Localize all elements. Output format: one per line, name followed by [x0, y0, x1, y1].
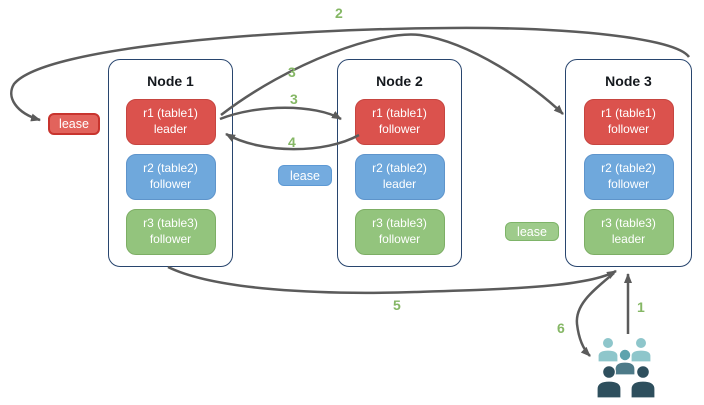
node1-replica-r1: r1 (table1) leader: [125, 99, 216, 145]
node-2-title: Node 2: [376, 73, 423, 89]
replica-role: follower: [607, 177, 650, 191]
replica-name: r1 (table1): [143, 106, 198, 121]
node2-replica-r2: r2 (table2) leader: [354, 154, 445, 200]
node-3-title: Node 3: [605, 73, 652, 89]
node-3: Node 3 r1 (table1) follower r2 (table2) …: [565, 59, 692, 267]
replica-name: r3 (table3): [143, 216, 198, 231]
step-label-4: 4: [288, 134, 296, 150]
node1-replica-r3: r3 (table3) follower: [125, 209, 216, 255]
step-label-3a: 3: [288, 64, 296, 80]
replica-role: leader: [153, 122, 188, 136]
step-label-2: 2: [335, 5, 343, 21]
replica-role: leader: [382, 177, 417, 191]
users-icon: [596, 336, 656, 399]
step-label-3b: 3: [290, 91, 298, 107]
node3-replica-r3: r3 (table3) leader: [583, 209, 674, 255]
lease-badge-red: lease: [48, 113, 100, 135]
replica-name: r3 (table3): [372, 216, 427, 231]
replica-role: follower: [607, 122, 650, 136]
replica-name: r3 (table3): [601, 216, 656, 231]
node2-replica-r3: r3 (table3) follower: [354, 209, 445, 255]
step-label-1: 1: [637, 299, 645, 315]
node3-replica-r1: r1 (table1) follower: [583, 99, 674, 145]
node1-replica-r2: r2 (table2) follower: [125, 154, 216, 200]
lease-badge-blue: lease: [278, 165, 332, 186]
arrow-step-3-to-node2: [219, 106, 342, 121]
replica-name: r1 (table1): [601, 106, 656, 121]
node-1-title: Node 1: [147, 73, 194, 89]
node3-replica-r2: r2 (table2) follower: [583, 154, 674, 200]
step-label-5: 5: [393, 297, 401, 313]
replica-role: follower: [378, 122, 421, 136]
replica-name: r2 (table2): [372, 161, 427, 176]
step-label-6: 6: [557, 320, 565, 336]
replica-role: leader: [611, 232, 646, 246]
replica-name: r1 (table1): [372, 106, 427, 121]
replica-name: r2 (table2): [143, 161, 198, 176]
replica-role: follower: [149, 177, 192, 191]
node2-replica-r1: r1 (table1) follower: [354, 99, 445, 145]
node-1: Node 1 r1 (table1) leader r2 (table2) fo…: [108, 59, 233, 267]
replica-role: follower: [378, 232, 421, 246]
lease-badge-green: lease: [505, 222, 559, 241]
replica-name: r2 (table2): [601, 161, 656, 176]
node-2: Node 2 r1 (table1) follower r2 (table2) …: [337, 59, 462, 267]
replica-role: follower: [149, 232, 192, 246]
arrow-step-5: [167, 265, 617, 295]
